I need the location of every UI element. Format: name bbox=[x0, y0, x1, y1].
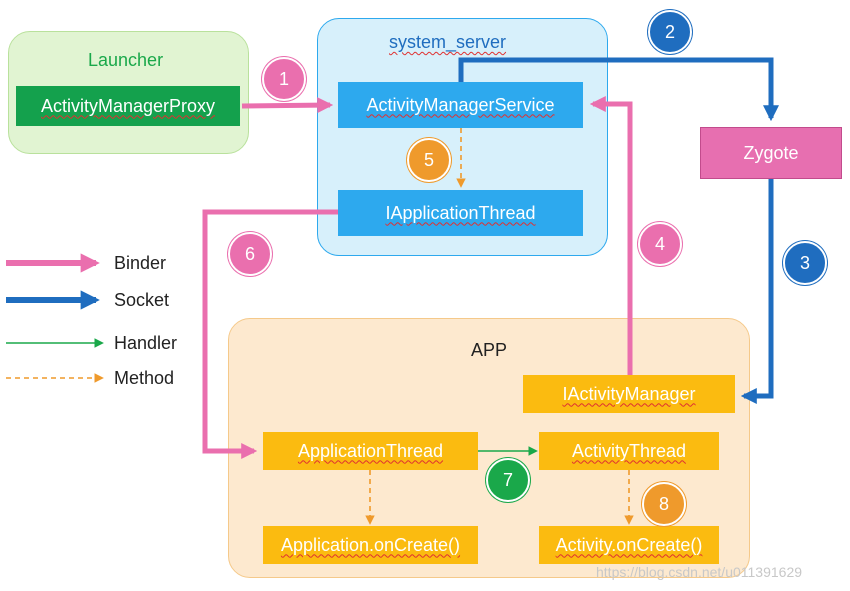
iapplication-thread-box: IApplicationThread bbox=[338, 190, 583, 236]
legend-handler-label: Handler bbox=[114, 333, 178, 353]
activity-manager-proxy-label: ActivityManagerProxy bbox=[40, 95, 216, 116]
arrow-step-3 bbox=[740, 179, 774, 405]
app-title: APP bbox=[471, 340, 508, 360]
iactivity-manager-box: IActivityManager bbox=[523, 375, 735, 413]
activity-manager-service-label: ActivityManagerService bbox=[366, 94, 555, 115]
arrow-step-1 bbox=[241, 97, 334, 114]
step-5-badge: 5 bbox=[407, 138, 451, 182]
step-6-badge: 6 bbox=[228, 232, 272, 276]
step-1-badge: 1 bbox=[262, 57, 306, 101]
application-thread-box: ApplicationThread bbox=[263, 432, 478, 470]
application-oncreate-box: Application.onCreate() bbox=[263, 526, 478, 564]
step-4-badge: 4 bbox=[638, 222, 682, 266]
step-2-badge: 2 bbox=[648, 10, 692, 54]
activity-oncreate-box: Activity.onCreate() bbox=[539, 526, 719, 564]
iactivity-manager-label: IActivityManager bbox=[562, 383, 696, 404]
application-thread-label: ApplicationThread bbox=[297, 440, 444, 461]
legend-method-label: Method bbox=[114, 368, 175, 388]
zygote-box: Zygote bbox=[700, 127, 842, 179]
system-server-title: system_server bbox=[389, 32, 507, 52]
step-7-badge: 7 bbox=[486, 458, 530, 502]
watermark: https://blog.csdn.net/u011391629 bbox=[596, 564, 803, 580]
legend-socket-label: Socket bbox=[114, 290, 170, 310]
zygote-label: Zygote bbox=[743, 142, 799, 163]
launcher-title: Launcher bbox=[88, 50, 164, 70]
iapplication-thread-label: IApplicationThread bbox=[385, 202, 536, 223]
step-3-badge: 3 bbox=[783, 241, 827, 285]
legend-binder-label: Binder bbox=[114, 253, 167, 273]
step-8-badge: 8 bbox=[642, 482, 686, 526]
activity-thread-box: ActivityThread bbox=[539, 432, 719, 470]
activity-oncreate-label: Activity.onCreate() bbox=[555, 534, 703, 555]
activity-manager-service-box: ActivityManagerService bbox=[338, 82, 583, 128]
application-oncreate-label: Application.onCreate() bbox=[280, 534, 461, 555]
arrow-step-4 bbox=[589, 95, 633, 375]
activity-manager-proxy-box: ActivityManagerProxy bbox=[16, 86, 240, 126]
arrow-step-6 bbox=[202, 209, 338, 460]
arrow-step-2 bbox=[458, 57, 780, 122]
activity-thread-label: ActivityThread bbox=[571, 440, 687, 461]
